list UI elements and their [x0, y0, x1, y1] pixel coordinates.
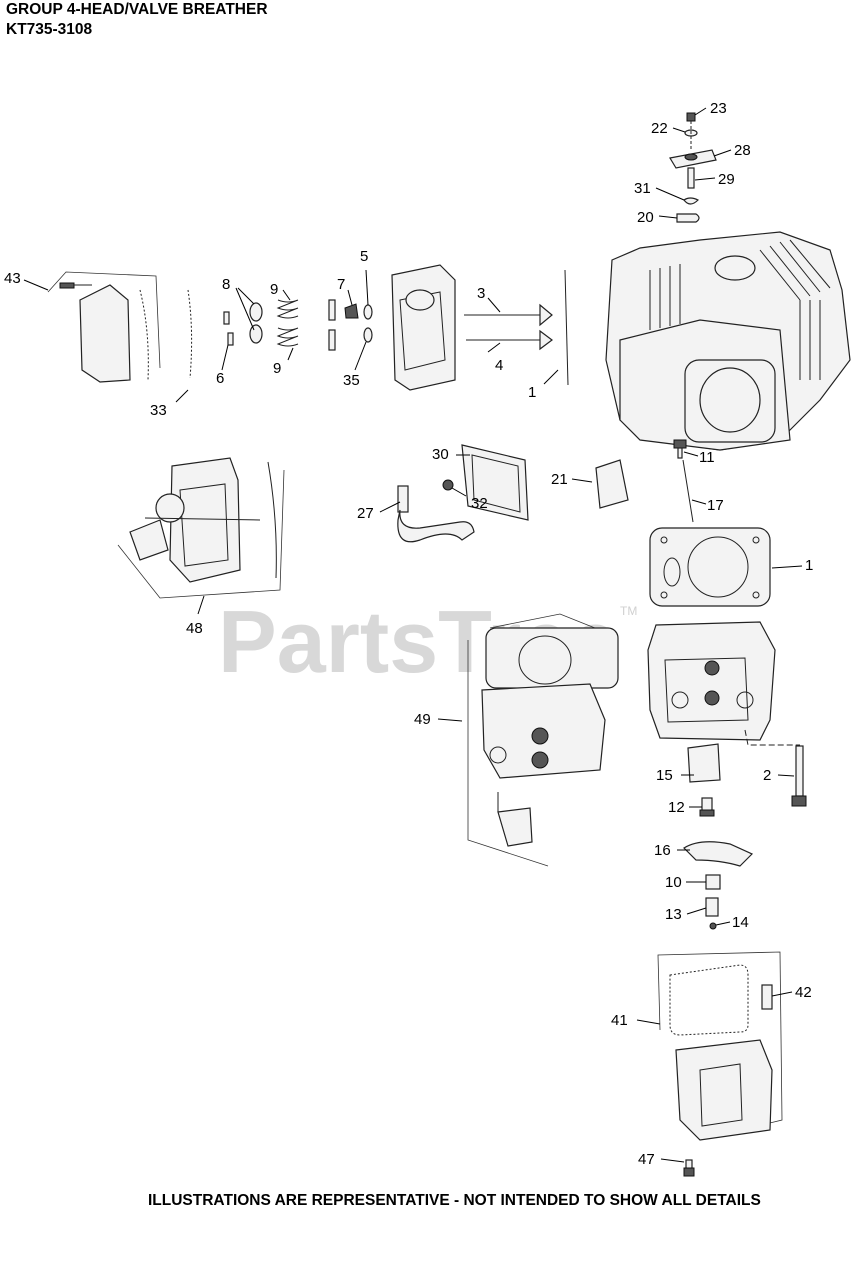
callout-43: 43 — [4, 270, 21, 287]
callout-labels: 23 22 28 29 31 20 43 8 9 9 6 7 5 35 3 4 … — [4, 100, 813, 1168]
rocker-arm-parts — [683, 743, 754, 930]
callout-33: 33 — [150, 402, 167, 419]
callout-32: 32 — [471, 495, 488, 512]
callout-17: 17 — [707, 497, 724, 514]
breather-hardware-stack — [669, 112, 717, 223]
callout-21: 21 — [551, 471, 568, 488]
callout-5: 5 — [360, 248, 368, 265]
callout-6: 6 — [216, 370, 224, 387]
callout-30: 30 — [432, 446, 449, 463]
callout-7: 7 — [337, 276, 345, 293]
head-gasket — [649, 527, 771, 607]
model-number: KT735-3108 — [6, 21, 93, 38]
callout-23: 23 — [710, 100, 727, 117]
breather-hose — [397, 485, 475, 543]
diagram-title: GROUP 4-HEAD/VALVE BREATHER — [6, 1, 268, 18]
callout-1-lower: 1 — [805, 557, 813, 574]
callout-29: 29 — [718, 171, 735, 188]
valve-train-small-parts — [223, 299, 373, 351]
breather-filter-element — [595, 459, 629, 509]
callout-4: 4 — [495, 357, 503, 374]
cylinder-head-assembly — [647, 621, 776, 741]
cylinder-head-top — [391, 264, 456, 391]
callout-27: 27 — [357, 505, 374, 522]
callout-9-lower: 9 — [273, 360, 281, 377]
callout-15: 15 — [656, 767, 673, 784]
callout-3: 3 — [477, 285, 485, 302]
diagram-header: GROUP 4-HEAD/VALVE BREATHER KT735-3108 — [6, 0, 268, 40]
disclaimer-note: ILLUSTRATIONS ARE REPRESENTATIVE - NOT I… — [148, 1192, 761, 1209]
callout-11: 11 — [699, 449, 715, 466]
callout-22: 22 — [651, 120, 668, 137]
callout-16: 16 — [654, 842, 671, 859]
head-assembly-48 — [117, 457, 285, 599]
callout-8: 8 — [222, 276, 230, 293]
callout-28: 28 — [734, 142, 751, 159]
valve-cover-assembly — [47, 271, 193, 383]
head-bolt — [744, 729, 807, 807]
callout-48: 48 — [186, 620, 203, 637]
valves — [464, 303, 553, 351]
callout-47: 47 — [638, 1151, 655, 1168]
rocker-cover-assembly — [657, 951, 783, 1177]
head-assembly-49 — [467, 613, 619, 867]
callout-42: 42 — [795, 984, 812, 1001]
callout-31: 31 — [634, 180, 651, 197]
callout-14: 14 — [732, 914, 749, 931]
callout-10: 10 — [665, 874, 682, 891]
callout-12: 12 — [668, 799, 685, 816]
callout-9-upper: 9 — [270, 281, 278, 298]
pushrod-and-bolt — [673, 439, 694, 523]
watermark-trademark: TM — [620, 604, 637, 618]
callout-35: 35 — [343, 372, 360, 389]
callout-13: 13 — [665, 906, 682, 923]
crankcase-block — [605, 231, 851, 451]
callout-20: 20 — [637, 209, 654, 226]
callout-2: 2 — [763, 767, 771, 784]
callout-41: 41 — [611, 1012, 628, 1029]
callout-49: 49 — [414, 711, 431, 728]
callout-1-upper: 1 — [528, 384, 536, 401]
leader-lines — [23, 107, 803, 1163]
breather-cover — [442, 444, 529, 521]
